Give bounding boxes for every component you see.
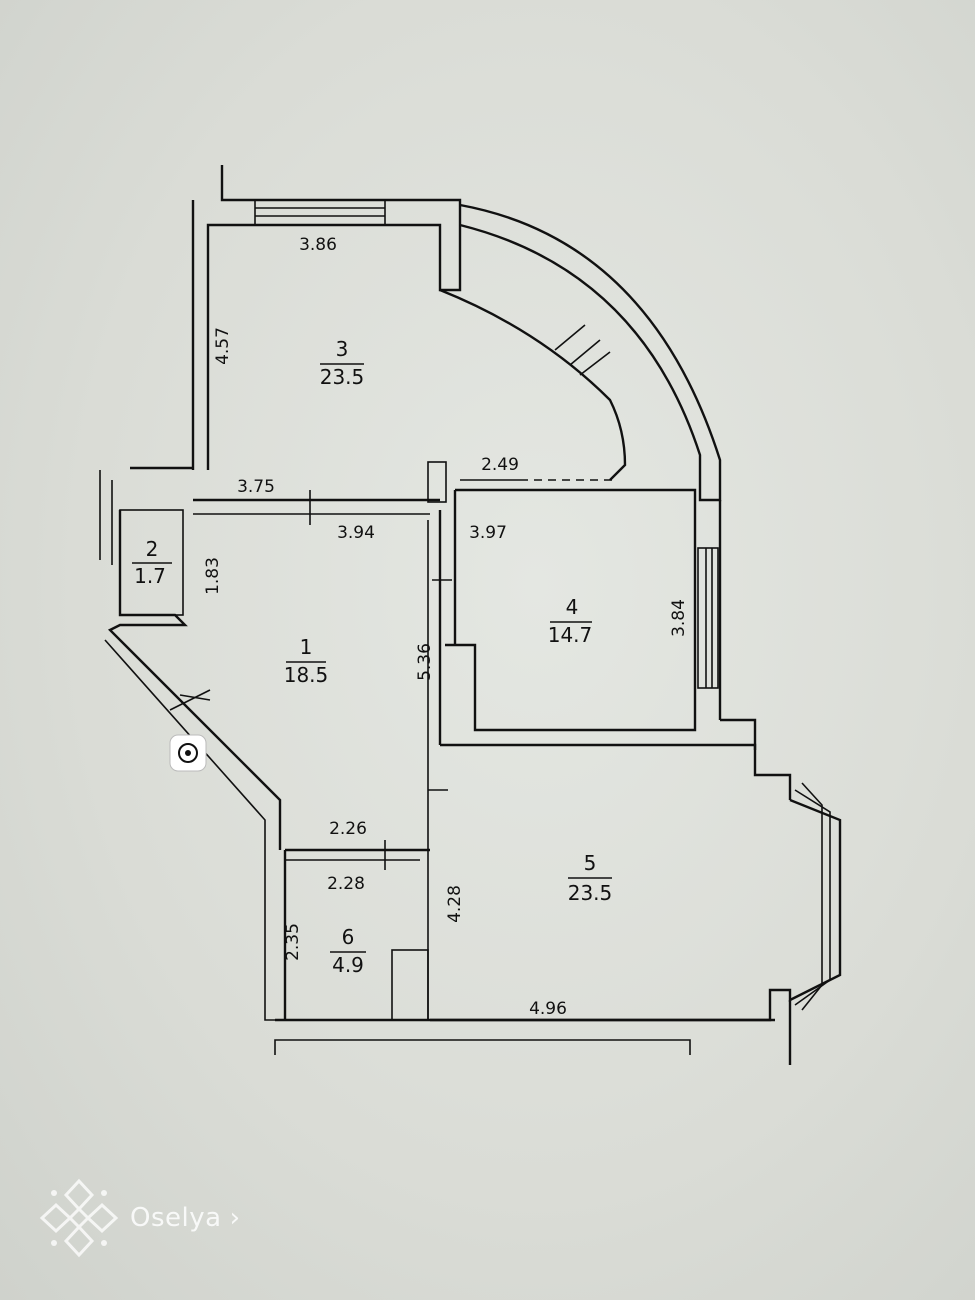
room6-area: 4.9 — [332, 953, 364, 977]
closet-room2 — [119, 509, 184, 616]
room2-number: 2 — [146, 537, 159, 561]
room2-area: 1.7 — [134, 564, 166, 588]
dim-room1-right: 5.36 — [415, 643, 435, 681]
entrance-door-mark — [169, 689, 211, 711]
dim-room4-top: 3.97 — [469, 523, 507, 543]
wall-step — [720, 718, 757, 750]
dim-room3-left: 4.57 — [213, 327, 233, 365]
window-room3 — [254, 199, 386, 226]
room6-number: 6 — [342, 925, 355, 949]
oselya-logo-icon — [39, 1178, 119, 1258]
wall-room3-top-left — [206, 165, 462, 470]
dim-room4-right: 3.84 — [669, 599, 689, 637]
column — [427, 461, 447, 503]
dim-room1-top: 3.94 — [337, 523, 375, 543]
oselya-watermark: Oselya › — [34, 1168, 240, 1268]
dim-opening-top: 2.49 — [481, 455, 519, 475]
dim-room5-bottom: 4.96 — [529, 999, 567, 1019]
dim-room3-top: 3.86 — [299, 235, 337, 255]
balcony-bottom — [274, 1039, 691, 1055]
walls — [99, 165, 842, 1065]
window-room4 — [697, 547, 719, 689]
dim-room5-left: 4.28 — [445, 885, 465, 923]
balcony-inner-arc — [439, 288, 627, 481]
dim-room2-height: 1.83 — [203, 557, 223, 595]
dim-room6-left: 2.35 — [283, 923, 303, 961]
room-labels: 3 23.5 2 1.7 1 18.5 4 14.7 5 23.5 6 4.9 — [132, 337, 612, 977]
wall-room5-top — [440, 743, 792, 800]
chevron-right-icon: › — [229, 1203, 240, 1233]
wall-entrance-diagonal — [107, 510, 282, 850]
dim-room6-top-inner: 2.28 — [327, 874, 365, 894]
room1-number: 1 — [300, 635, 313, 659]
wall-room5-bay — [430, 798, 842, 1022]
rotate-marker-icon[interactable] — [169, 734, 207, 772]
room1-area: 18.5 — [284, 663, 329, 687]
room5-number: 5 — [584, 851, 597, 875]
room4-number: 4 — [566, 595, 579, 619]
room4-area: 14.7 — [548, 623, 593, 647]
dim-room3-bottom: 3.75 — [237, 477, 275, 497]
shaft-room6 — [391, 949, 429, 1021]
room5-area: 23.5 — [568, 881, 613, 905]
room3-number: 3 — [336, 337, 349, 361]
watermark-brand: Oselya — [130, 1203, 222, 1233]
balcony-window-mark — [554, 324, 586, 351]
room3-area: 23.5 — [320, 365, 365, 389]
wall-room4 — [445, 488, 697, 732]
dimension-labels: 3.86 4.57 3.75 3.94 1.83 5.36 3.97 2.49 … — [203, 235, 689, 1019]
dim-room6-top-outer: 2.26 — [329, 819, 367, 839]
